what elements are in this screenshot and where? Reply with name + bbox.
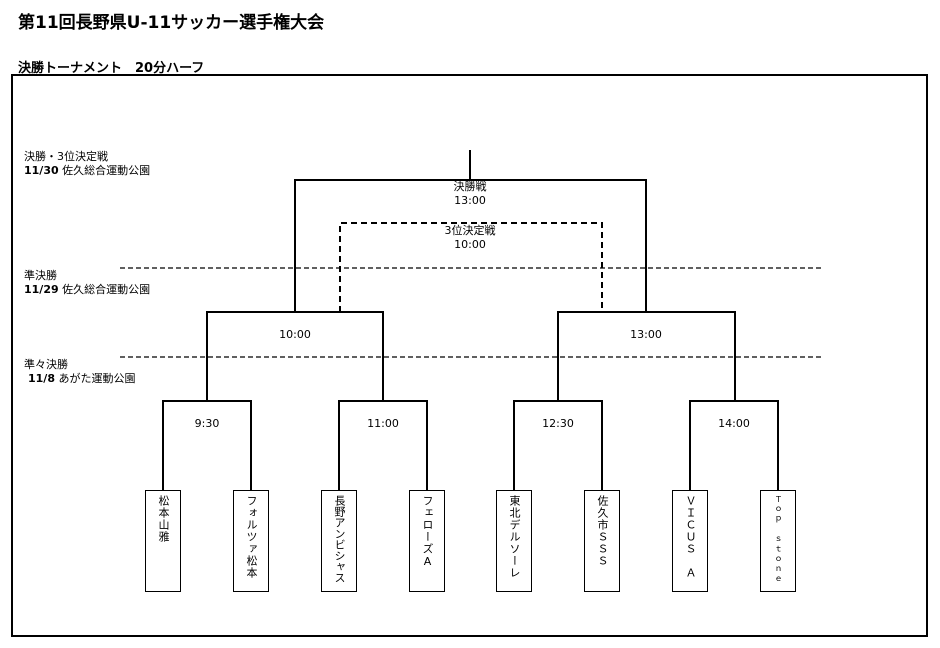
third-place-match-name: 3位決定戦 (444, 224, 496, 237)
bracket-frame (11, 74, 928, 637)
final-match-label: 決勝戦 13:00 (420, 180, 520, 208)
final-round-venue: 佐久総合運動公園 (62, 164, 151, 177)
qf4-bracket (689, 400, 779, 490)
qf3-time: 12:30 (542, 417, 574, 430)
team-box: 佐久市ＳＳＳ (584, 490, 620, 592)
semi-round-name: 準決勝 (24, 269, 57, 282)
team-box: 長野アンビシャス (321, 490, 357, 592)
page-title: 第11回長野県U-11サッカー選手権大会 (18, 13, 325, 33)
semi-left-time: 10:00 (279, 328, 311, 341)
third-place-match-label: 3位決定戦 10:00 (420, 224, 520, 252)
team-box: フォルツァ松本 (233, 490, 269, 592)
quarter-round-venue: あがた運動公園 (58, 372, 136, 385)
semi-round-label: 準決勝 11/29 佐久総合運動公園 (24, 269, 150, 297)
qf4-time: 14:00 (718, 417, 750, 430)
final-round-date: 11/30 (24, 164, 59, 177)
qf1-time: 9:30 (194, 417, 220, 430)
quarter-round-date: 11/8 (28, 372, 55, 385)
team-box: 松本山雅 (145, 490, 181, 592)
final-bracket (294, 179, 647, 312)
qf2-bracket (338, 400, 428, 490)
team-name: 佐久市ＳＳＳ (596, 495, 609, 567)
team-name: フォルツァ松本 (245, 495, 258, 579)
qf3-bracket (513, 400, 603, 490)
team-name: 松本山雅 (157, 495, 170, 543)
semi-left-bracket (206, 311, 384, 401)
final-match-name: 決勝戦 (453, 180, 487, 193)
team-box: フェローズA (409, 490, 445, 592)
team-name: ＶＩＣＵＳ Ａ (684, 495, 697, 579)
semi-round-venue: 佐久総合運動公園 (62, 283, 151, 296)
semi-right-time: 13:00 (630, 328, 662, 341)
qf1-bracket (162, 400, 252, 490)
team-box: 東北デルソーレ (496, 490, 532, 592)
tournament-subtitle: 決勝トーナメント 20分ハーフ (18, 61, 205, 76)
final-round-label: 決勝・3位決定戦 11/30 佐久総合運動公園 (24, 150, 150, 178)
qf2-time: 11:00 (367, 417, 399, 430)
team-name: 長野アンビシャス (333, 495, 346, 583)
third-place-match-time: 10:00 (454, 238, 486, 251)
quarter-round-name: 準々決勝 (24, 358, 68, 371)
team-box: Ｔｏｐ ｓｔｏｎｅ (760, 490, 796, 592)
third-place-bracket (339, 222, 603, 312)
team-box: ＶＩＣＵＳ Ａ (672, 490, 708, 592)
semi-round-date: 11/29 (24, 283, 59, 296)
final-round-name: 決勝・3位決定戦 (24, 150, 108, 163)
final-match-time: 13:00 (454, 194, 486, 207)
quarter-round-label: 準々決勝 11/8 あがた運動公園 (24, 358, 135, 386)
semi-right-bracket (557, 311, 736, 401)
team-name: 東北デルソーレ (508, 495, 521, 579)
team-name: フェローズA (421, 495, 434, 569)
team-name: Ｔｏｐ ｓｔｏｎｅ (774, 495, 783, 585)
